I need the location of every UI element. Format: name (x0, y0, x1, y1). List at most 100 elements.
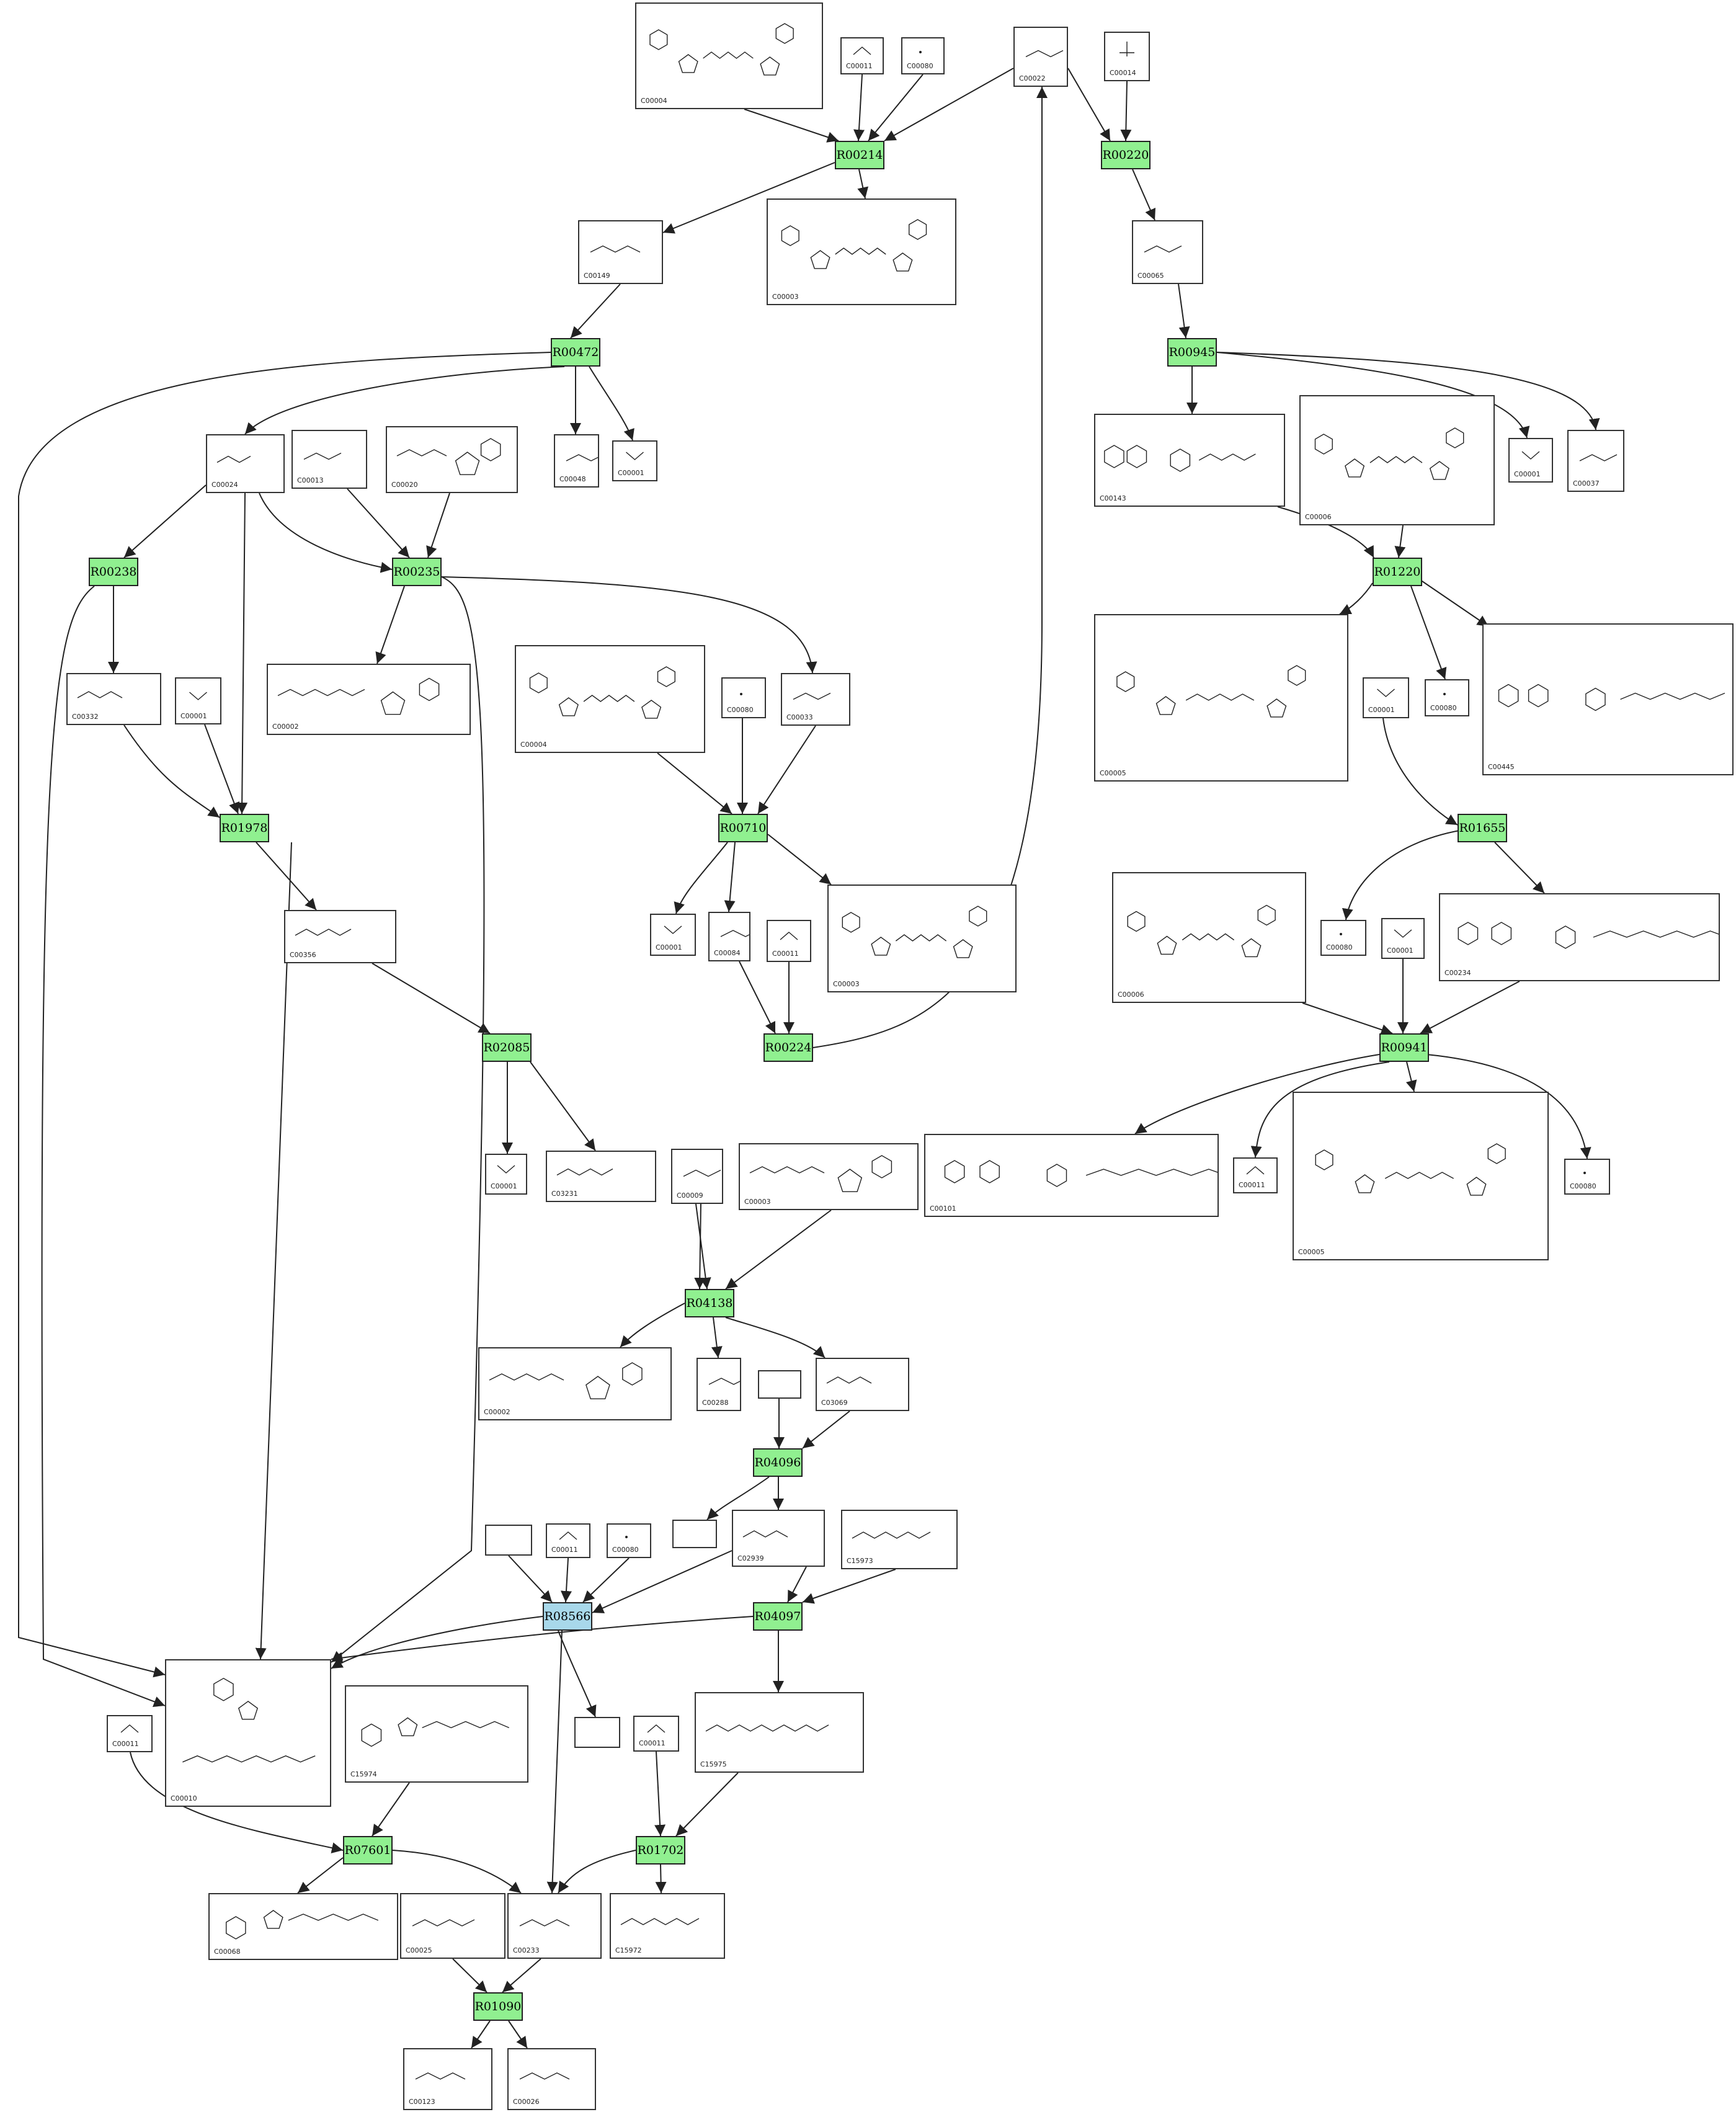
compound-id: C00332 (72, 713, 99, 721)
compound-c00002-atp[interactable]: C00002 (478, 1347, 672, 1420)
reaction-node-r02085[interactable]: R02085 (482, 1033, 532, 1062)
compound-c00011-co2[interactable]: C00011 (840, 37, 884, 74)
edge-5 (1120, 81, 1132, 141)
reaction-node-r00214[interactable]: R00214 (835, 141, 884, 169)
compound-c00001-water[interactable]: C00001 (1381, 918, 1425, 959)
compound-c00332-acetoacetyl-coa[interactable]: C00332 (66, 673, 161, 725)
compound-c00006-nadp[interactable]: C00006 (1112, 872, 1306, 1003)
compound-blank[interactable] (672, 1520, 717, 1548)
compound-c00445-methenyl-thf[interactable]: C00445 (1482, 623, 1734, 775)
compound-blank[interactable] (574, 1717, 620, 1748)
compound-c00080-hplus[interactable]: C00080 (607, 1523, 651, 1558)
reaction-node-r04096[interactable]: R04096 (753, 1448, 803, 1477)
molecule-structure (1301, 396, 1493, 524)
reaction-node-r07601[interactable]: R07601 (343, 1836, 393, 1865)
compound-c03231-methylglutaconyl-coa[interactable]: C03231 (546, 1151, 656, 1202)
compound-c00011-co2[interactable]: C00011 (107, 1715, 153, 1752)
compound-c00080-hplus[interactable]: C00080 (1425, 679, 1469, 716)
reaction-node-r08566[interactable]: R08566 (543, 1602, 592, 1631)
compound-c00080-hplus[interactable]: C00080 (1320, 920, 1366, 956)
compound-c00013-diphosphate[interactable]: C00013 (292, 430, 367, 489)
compound-c00004-nadh[interactable]: C00004 (635, 2, 823, 109)
compound-c00080-hplus[interactable]: C00080 (901, 37, 945, 74)
compound-c00101-thf[interactable]: C00101 (924, 1134, 1227, 1217)
reaction-node-r01655[interactable]: R01655 (1458, 814, 1507, 842)
compound-c00026-ketoglutarate[interactable]: C00026 (507, 2048, 596, 2110)
reaction-node-r01090[interactable]: R01090 (473, 1992, 523, 2021)
compound-c00001-water[interactable]: C00001 (1508, 438, 1553, 483)
compound-c00001-water[interactable]: C00001 (650, 914, 696, 956)
compound-id: C00003 (744, 1198, 771, 1206)
compound-c00011-co2[interactable]: C00011 (546, 1523, 590, 1558)
reaction-node-r00472[interactable]: R00472 (551, 338, 600, 367)
reaction-node-r04138[interactable]: R04138 (685, 1289, 734, 1317)
compound-c00143-methylene-thf[interactable]: C00143 (1094, 414, 1285, 507)
compound-c00233-ketoisocaproate[interactable]: C00233 (507, 1893, 602, 1959)
compound-c00005-nadph[interactable]: C00005 (1293, 1092, 1549, 1260)
compound-c00011-co2[interactable]: C00011 (1233, 1157, 1278, 1193)
reaction-node-r00710[interactable]: R00710 (718, 814, 768, 842)
compound-c00084-acetaldehyde[interactable]: C00084 (708, 912, 759, 961)
reaction-node-r01220[interactable]: R01220 (1373, 558, 1422, 586)
compound-c00037-glycine[interactable]: C00037 (1567, 430, 1624, 492)
compound-c00003-nucleotide[interactable]: C00003 (739, 1143, 919, 1210)
compound-id: C00288 (702, 1399, 729, 1407)
compound-c00024-acetyl-coa[interactable]: C00024 (206, 434, 285, 493)
compound-c00149-malate[interactable]: C00149 (578, 220, 663, 284)
compound-c00025-glutamate[interactable]: C00025 (400, 1893, 505, 1959)
compound-c15975-isovaleryl-lipoyl[interactable]: C15975 (695, 1692, 864, 1773)
compound-c00004-nadh[interactable]: C00004 (515, 645, 705, 753)
compound-c00001-water[interactable]: C00001 (175, 677, 221, 724)
reaction-node-r00941[interactable]: R00941 (1379, 1033, 1429, 1062)
compound-c15973-dihydrolipoyl[interactable]: C15973 (841, 1510, 958, 1569)
edge-53 (725, 1210, 832, 1290)
compound-c03069-methylcrotonyl-coa[interactable]: C03069 (816, 1358, 909, 1411)
reaction-node-r00945[interactable]: R00945 (1167, 338, 1217, 367)
compound-c15974-thiamine-adduct[interactable]: C15974 (345, 1685, 528, 1783)
reaction-node-r01978[interactable]: R01978 (220, 814, 269, 842)
compound-c00001-water[interactable]: C00001 (612, 440, 657, 481)
reaction-node-r00224[interactable]: R00224 (763, 1033, 813, 1062)
reaction-node-r00238[interactable]: R00238 (89, 558, 138, 586)
compound-blank[interactable] (758, 1370, 801, 1399)
reaction-node-r00235[interactable]: R00235 (392, 558, 442, 586)
compound-blank[interactable] (485, 1525, 532, 1556)
compound-c00234-formyl-thf[interactable]: C00234 (1439, 893, 1727, 981)
compound-c00002-atp[interactable]: C00002 (267, 664, 471, 735)
reaction-node-r00220[interactable]: R00220 (1101, 141, 1151, 169)
compound-c02939-isovaleryl-coa[interactable]: C02939 (732, 1510, 825, 1567)
compound-c00356-hmg-coa[interactable]: C00356 (284, 910, 396, 963)
compound-id: C00445 (1488, 763, 1515, 771)
reaction-node-r04097[interactable]: R04097 (753, 1602, 803, 1631)
compound-c15972-lipoyl[interactable]: C15972 (610, 1893, 725, 1959)
compound-c00068-thiamine-diphosphate[interactable]: C00068 (208, 1893, 398, 1960)
compound-c00033-acetate[interactable]: C00033 (781, 673, 850, 726)
edge-56 (1405, 1061, 1417, 1092)
compound-c00014-ammonia[interactable]: C00014 (1104, 32, 1150, 81)
compound-c00080-hplus[interactable]: C00080 (1564, 1159, 1610, 1195)
edge-3 (884, 68, 1014, 141)
compound-c00005-nadph[interactable]: C00005 (1094, 614, 1348, 782)
edge-69 (508, 1555, 553, 1603)
compound-c00006-nadp[interactable]: C00006 (1299, 395, 1495, 525)
edge-60 (725, 1317, 826, 1358)
reaction-node-r01702[interactable]: R01702 (636, 1836, 685, 1865)
compound-c00020-amp[interactable]: C00020 (386, 426, 518, 493)
compound-c00080-hplus[interactable]: C00080 (721, 677, 766, 718)
compound-c00003-nad[interactable]: C00003 (827, 884, 1017, 992)
edge-29 (1420, 579, 1489, 627)
compound-c00011-co2[interactable]: C00011 (633, 1716, 679, 1752)
molecule-structure (68, 674, 160, 724)
compound-c00001-water[interactable]: C00001 (485, 1154, 527, 1195)
compound-c00010-coa[interactable]: C00010 (165, 1659, 331, 1807)
compound-c00288-bicarbonate[interactable]: C00288 (697, 1358, 747, 1411)
compound-c00048-glyoxylate[interactable]: C00048 (554, 434, 604, 488)
compound-c00009-phosphate[interactable]: C00009 (671, 1149, 723, 1204)
compound-c00003-nad[interactable]: C00003 (767, 198, 956, 305)
compound-c00123-leucine[interactable]: C00123 (403, 2048, 492, 2110)
compound-c00065-serine[interactable]: C00065 (1132, 220, 1203, 284)
compound-c00011-co2[interactable]: C00011 (767, 920, 811, 962)
compound-c00022-pyruvate[interactable]: C00022 (1013, 27, 1068, 87)
compound-c00001-water[interactable]: C00001 (1363, 677, 1409, 718)
compound-id: C15973 (847, 1557, 873, 1565)
